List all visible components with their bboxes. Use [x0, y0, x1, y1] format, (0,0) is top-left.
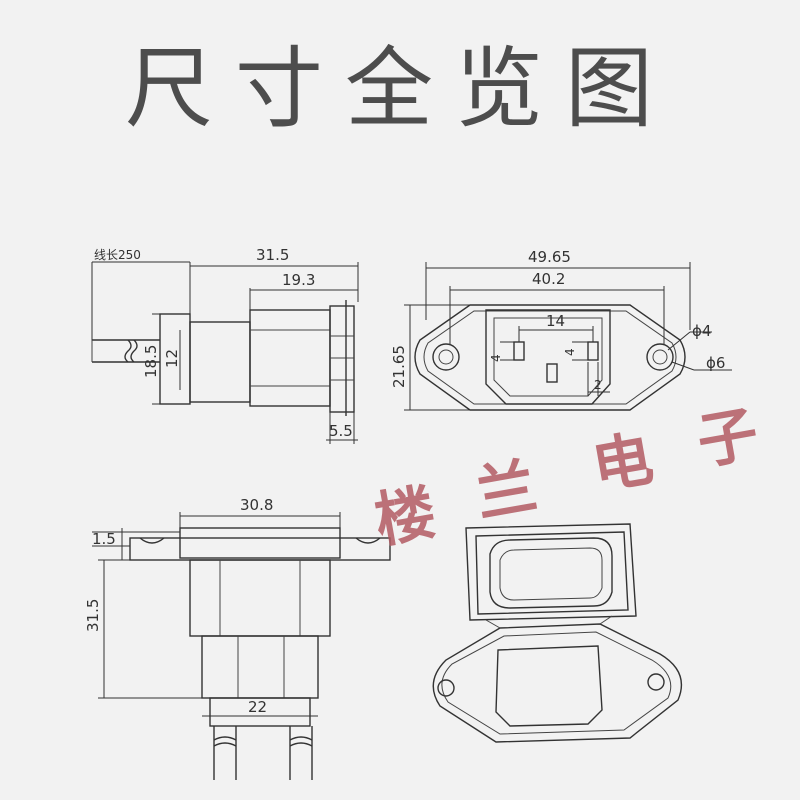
- watermark-char-1: 楼: [370, 478, 441, 557]
- dim-body-width: 40.2: [532, 270, 565, 288]
- dim-overall-width: 49.65: [528, 248, 571, 266]
- watermark-char-4: 子: [692, 399, 763, 478]
- dim-overall-height: 21.65: [390, 345, 408, 388]
- watermark-char-3: 电: [587, 424, 658, 503]
- dim-flange-width: 30.8: [240, 496, 273, 514]
- dim-overall-length-bottom: 31.5: [84, 599, 102, 632]
- dim-flange-thickness: 5.5: [329, 422, 353, 440]
- cable-length-label: 线长250: [94, 248, 141, 262]
- hole-small-callout: ϕ4: [692, 322, 711, 340]
- watermark: 楼 兰 电 子: [370, 399, 764, 557]
- dim-inner-height: 12: [163, 349, 181, 368]
- side-view: 线长250 31.5 19.3 18.5 12 5.5: [91, 246, 359, 444]
- dim-body-width-bottom: 22: [248, 698, 267, 716]
- dim-pin-height-right: 4: [563, 348, 577, 356]
- watermark-char-2: 兰: [471, 451, 542, 530]
- dim-overall-length: 31.5: [256, 246, 289, 264]
- isometric-view: [432, 523, 683, 743]
- bottom-view: 30.8 1.5 31.5 22: [84, 496, 391, 780]
- dim-pin-height-left: 4: [489, 354, 503, 362]
- hole-large-callout: ϕ6: [706, 354, 725, 372]
- dim-body-length: 19.3: [282, 271, 315, 289]
- front-view: 49.65 40.2 21.65 14 4 4 2 ϕ4: [390, 248, 732, 411]
- dim-pin-width: 2: [594, 378, 602, 392]
- dim-flange-thickness-bottom: 1.5: [92, 530, 116, 548]
- dim-outer-height: 18.5: [142, 345, 160, 378]
- page-title: 尺寸全览图: [124, 37, 675, 140]
- dim-socket-width: 14: [546, 312, 565, 330]
